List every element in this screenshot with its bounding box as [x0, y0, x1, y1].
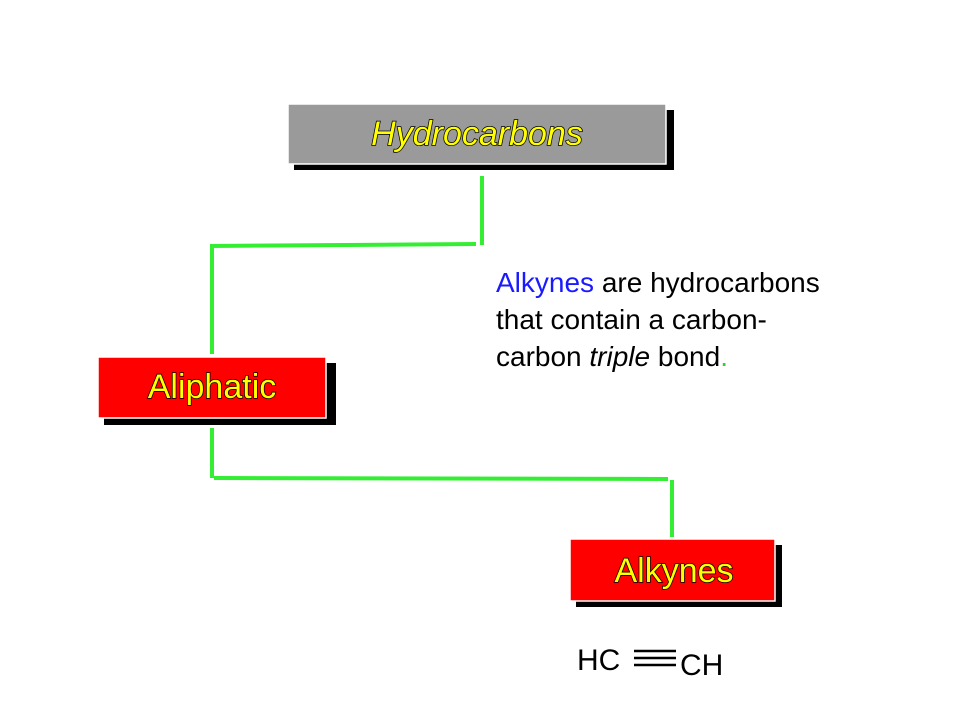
definition-text-part2: bond — [650, 341, 721, 372]
node-alkynes: Alkynes — [569, 538, 782, 607]
formula-right-group: CH — [680, 649, 723, 682]
connector-branch-to-leaf — [213, 475, 669, 482]
definition-term: Alkynes — [496, 267, 595, 298]
node-aliphatic-label: Aliphatic — [148, 368, 277, 406]
connector-root-to-branch — [209, 241, 477, 249]
alkyne-structural-formula: HC CH — [577, 644, 723, 682]
definition-period: . — [720, 341, 728, 372]
triple-bond-icon — [634, 649, 676, 667]
definition-text-part1: are hydrocarbons that contain a carbon-c… — [496, 267, 820, 372]
node-alkynes-label: Alkynes — [614, 552, 733, 590]
definition-emphasis: triple — [589, 341, 651, 372]
connector-lines — [209, 176, 674, 537]
node-hydrocarbons-label: Hydrocarbons — [371, 115, 583, 153]
formula-left-group: HC — [577, 644, 620, 677]
node-hydrocarbons: Hydrocarbons — [287, 103, 674, 170]
alkyne-definition: Alkynes are hydrocarbons that contain a … — [496, 264, 826, 375]
node-aliphatic: Aliphatic — [97, 356, 336, 425]
